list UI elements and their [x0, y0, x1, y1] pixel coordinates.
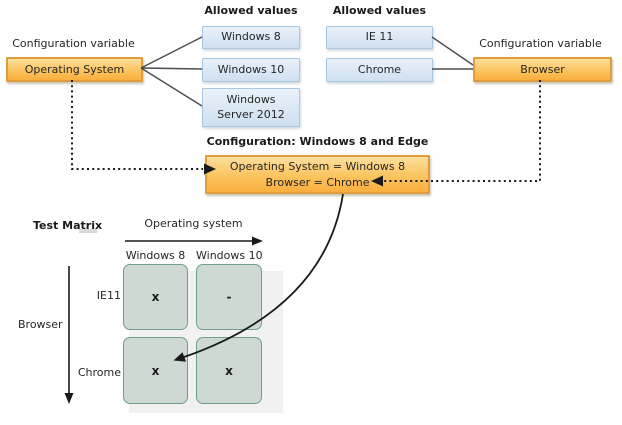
- matrix-x-axis-label: Operating system: [144, 217, 243, 230]
- browser-value-box-chrome: Chrome: [326, 58, 433, 82]
- os-value-box-windows8: Windows 8: [202, 26, 300, 49]
- matrix-x-axis-arrowhead: [252, 236, 263, 246]
- matrix-row-header-ie11: IE11: [96, 289, 121, 302]
- browser-allowed-values-heading: Allowed values: [332, 4, 427, 17]
- browser-value-ie11: IE 11: [365, 30, 394, 44]
- os-variable-box: Operating System: [6, 57, 143, 82]
- configuration-line-os: Operating System = Windows 8: [229, 160, 406, 173]
- browser-variable-label: Configuration variable: [479, 37, 602, 50]
- matrix-row-header-chrome: Chrome: [77, 366, 121, 379]
- os-value-windowsserver2012: Windows Server 2012: [217, 92, 285, 121]
- os-variable-name: Operating System: [24, 63, 125, 76]
- test-matrix-title: Test Matrix: [33, 219, 103, 232]
- matrix-cell-chrome-windows8: x: [123, 337, 188, 404]
- matrix-col-header-windows8: Windows 8: [125, 249, 186, 262]
- browser-variable-box: Browser: [473, 57, 612, 82]
- os-variable-label: Configuration variable: [12, 37, 135, 50]
- matrix-cell-mark: x: [151, 363, 160, 378]
- os-value-windows8: Windows 8: [221, 30, 281, 44]
- matrix-cell-ie11-windows10: -: [196, 264, 262, 330]
- browser-value-chrome: Chrome: [357, 62, 402, 76]
- matrix-col-header-windows10: Windows 10: [196, 249, 263, 262]
- os-to-windows8-line: [140, 36, 203, 69]
- shadow-artifact: [79, 229, 97, 233]
- matrix-cell-mark: -: [226, 290, 232, 304]
- os-to-windows10-line: [140, 67, 203, 70]
- matrix-cell-chrome-windows10: x: [196, 337, 262, 404]
- matrix-cell-mark: x: [225, 363, 233, 378]
- browser-value-box-ie11: IE 11: [326, 26, 433, 49]
- configuration-title: Configuration: Windows 8 and Edge: [206, 135, 429, 148]
- os-value-windows10: Windows 10: [217, 62, 285, 76]
- matrix-y-axis-arrowhead: [64, 393, 74, 404]
- configuration-line-browser: Browser = Chrome: [265, 176, 370, 189]
- matrix-y-axis-label: Browser: [18, 318, 63, 331]
- os-to-configuration-dotted-arrow: [71, 80, 203, 170]
- os-allowed-values-heading: Allowed values: [204, 4, 298, 17]
- matrix-cell-ie11-windows8: x: [123, 264, 188, 330]
- os-to-windowsserver-line: [140, 67, 203, 107]
- matrix-cell-mark: x: [151, 290, 160, 304]
- browser-variable-name: Browser: [520, 63, 565, 76]
- ie11-to-browser-line: [431, 36, 474, 66]
- os-value-box-windowsserver2012: Windows Server 2012: [202, 88, 300, 127]
- os-value-box-windows10: Windows 10: [202, 58, 300, 82]
- configuration-box: Operating System = Windows 8 Browser = C…: [205, 155, 430, 194]
